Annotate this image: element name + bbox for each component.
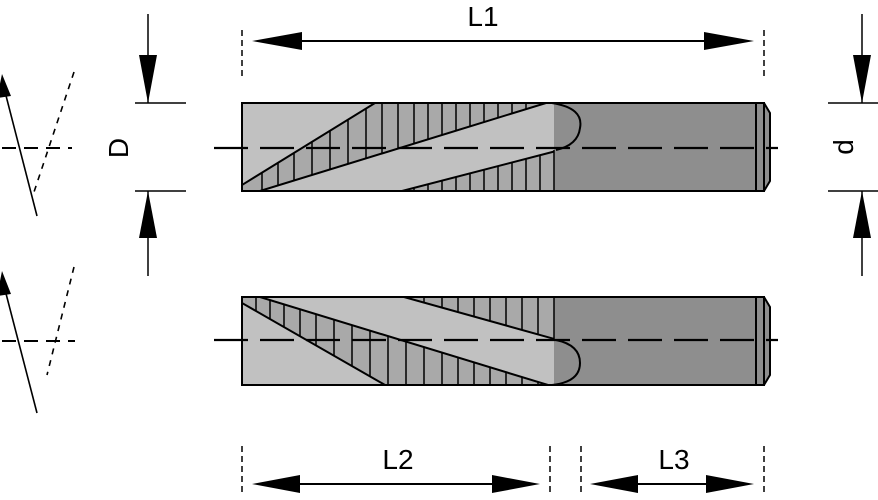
dimension-l2: L2 [241,444,551,496]
helix-angle-symbol-left-hand [0,266,75,414]
label-l2: L2 [382,444,413,475]
dimension-d-shank: d [828,14,878,276]
label-d-shank: d [828,139,859,155]
tool-bottom-view [214,296,778,386]
dimension-l3: L3 [580,444,765,496]
dimension-d-cutting: D [103,14,186,276]
label-l1: L1 [467,1,498,32]
label-l3: L3 [658,444,689,475]
label-d-cutting: D [103,138,134,158]
tool-top-view [214,102,778,192]
helix-angle-symbol-right-hand [0,71,75,217]
dimension-l1: L1 [241,1,765,78]
